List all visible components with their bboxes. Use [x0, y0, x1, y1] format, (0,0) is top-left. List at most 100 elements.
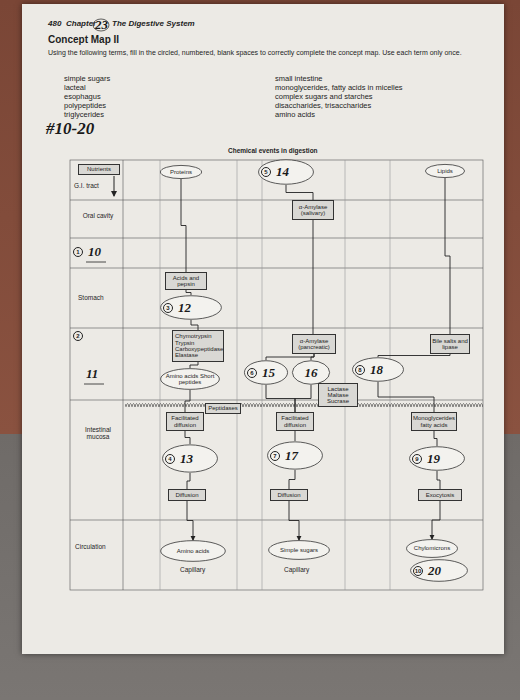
row-label: Circulation [75, 543, 106, 550]
row-line [70, 200, 483, 201]
oval-shape [160, 165, 201, 178]
term-item: lacteal [64, 84, 86, 92]
nutrient-oval: Lipids [425, 164, 465, 178]
column-line [123, 160, 124, 590]
enzyme-box: Peptidases [205, 403, 241, 414]
oval-shape [292, 361, 329, 385]
product-box: Monoglycerides fatty acids [411, 412, 457, 431]
enzyme-box: Lactase Maltase Sucrase [318, 383, 358, 407]
node-text: α-Amylase (pancreatic) [293, 338, 335, 351]
oval-shape [410, 447, 465, 471]
handwritten-note: #10-20 [46, 120, 94, 139]
term-item: disaccharides, trisaccharides [275, 102, 371, 110]
connector-line [286, 185, 313, 200]
handwritten-answer: 17 [285, 449, 298, 463]
tract-arrow [114, 176, 115, 196]
node-text: Nutrients [87, 166, 111, 172]
handwritten-answer: 18 [370, 363, 383, 377]
handwritten-answer: 15 [262, 366, 275, 380]
connector-line [378, 354, 450, 357]
oval-shape [161, 296, 222, 320]
node-text: Monoglycerides fatty acids [412, 415, 456, 428]
connector-line [181, 179, 186, 272]
oval-shape [407, 540, 458, 558]
answer-oval: 5 14 [258, 159, 314, 185]
product-oval: Amino acids [160, 540, 226, 562]
row-label: Oral cavity [76, 212, 120, 219]
nutrient-box: Nutrients [78, 164, 120, 175]
page-number: 480 [48, 20, 61, 29]
node-text: Chylomicrons [414, 545, 450, 551]
node-text: Acids and pepsin [166, 275, 206, 288]
answer-oval: 919 [409, 446, 465, 471]
answer-oval: 4 13 [162, 444, 218, 473]
brush-border [125, 399, 483, 407]
node-text: Exocytosis [426, 492, 455, 498]
connector-line [311, 354, 314, 360]
callout-number: 1 [73, 247, 83, 257]
table-grid [70, 160, 483, 590]
connector-line [289, 501, 299, 540]
connector-line [295, 431, 296, 441]
handwritten-answer: 13 [180, 452, 193, 466]
map-title: Concept Map II [48, 34, 119, 45]
node-text: Chymotrypsin Trypsin Carboxypeptidase El… [175, 333, 223, 358]
transport-box: Facilitated diffusion [166, 412, 204, 431]
table-border [70, 160, 483, 590]
handwritten-answer: 11 [86, 367, 98, 381]
callout-number: 10 [413, 566, 423, 576]
answer-oval: 8 18 [352, 357, 404, 382]
node-text: Peptidases [208, 405, 238, 411]
oval-shape [268, 442, 323, 469]
transport-box: Diffusion [270, 489, 308, 501]
connector-line [185, 390, 190, 412]
connector-line [434, 431, 437, 446]
chapter-label: Chapter [66, 20, 96, 29]
hand-underline [86, 262, 106, 263]
node-text: Lipids [437, 168, 453, 174]
handwritten-answer: 12 [178, 301, 191, 315]
callout-number: 7 [270, 451, 280, 461]
chapter-title: The Digestive System [112, 20, 195, 29]
connector-line [185, 431, 190, 444]
node-text: Proteins [170, 169, 192, 175]
column-line [237, 160, 238, 590]
handwritten-answer: 20 [428, 564, 441, 578]
connector-line [432, 501, 440, 539]
connector-line [266, 385, 295, 412]
connector-line [190, 362, 198, 368]
node-text: Amino acids [177, 548, 210, 554]
nutrient-oval: Proteins [160, 165, 202, 179]
handwritten-answer: 14 [276, 165, 289, 179]
callout-number: 2 [73, 331, 83, 341]
term-item: polypeptides [64, 102, 106, 110]
row-label: Stomach [78, 294, 104, 301]
row-label: G.I. tract [74, 182, 99, 189]
oval-shape [163, 445, 218, 472]
enzyme-box: α-Amylase (salivary) [292, 200, 334, 220]
connector-line [187, 473, 190, 489]
node-text: Diffusion [175, 492, 198, 498]
row-line [70, 268, 483, 269]
enzyme-box: Bile salts and lipase [430, 334, 470, 354]
connector-line [437, 471, 440, 489]
term-item: simple sugars [64, 75, 110, 83]
connector-line [378, 382, 434, 412]
oval-shape [353, 358, 404, 382]
node-text: Amino acids Short peptides [160, 373, 220, 386]
callout-number: 4 [165, 454, 175, 464]
capillary-label: Capillary [180, 566, 205, 573]
callout-number: 3 [163, 303, 173, 313]
callout-number: 5 [261, 167, 271, 177]
answer-oval: 16 [292, 360, 330, 385]
connector-line [289, 470, 295, 489]
answer-oval: 3 12 [160, 295, 222, 320]
callout-number: 8 [355, 365, 365, 375]
node-text: Bile salts and lipase [431, 338, 469, 351]
oval-shape [161, 369, 220, 390]
product-oval: Simple sugars [268, 540, 330, 560]
handwritten-answer: 10 [88, 245, 101, 259]
handwritten-answer: 16 [305, 366, 318, 380]
term-item: amino acids [275, 111, 315, 119]
